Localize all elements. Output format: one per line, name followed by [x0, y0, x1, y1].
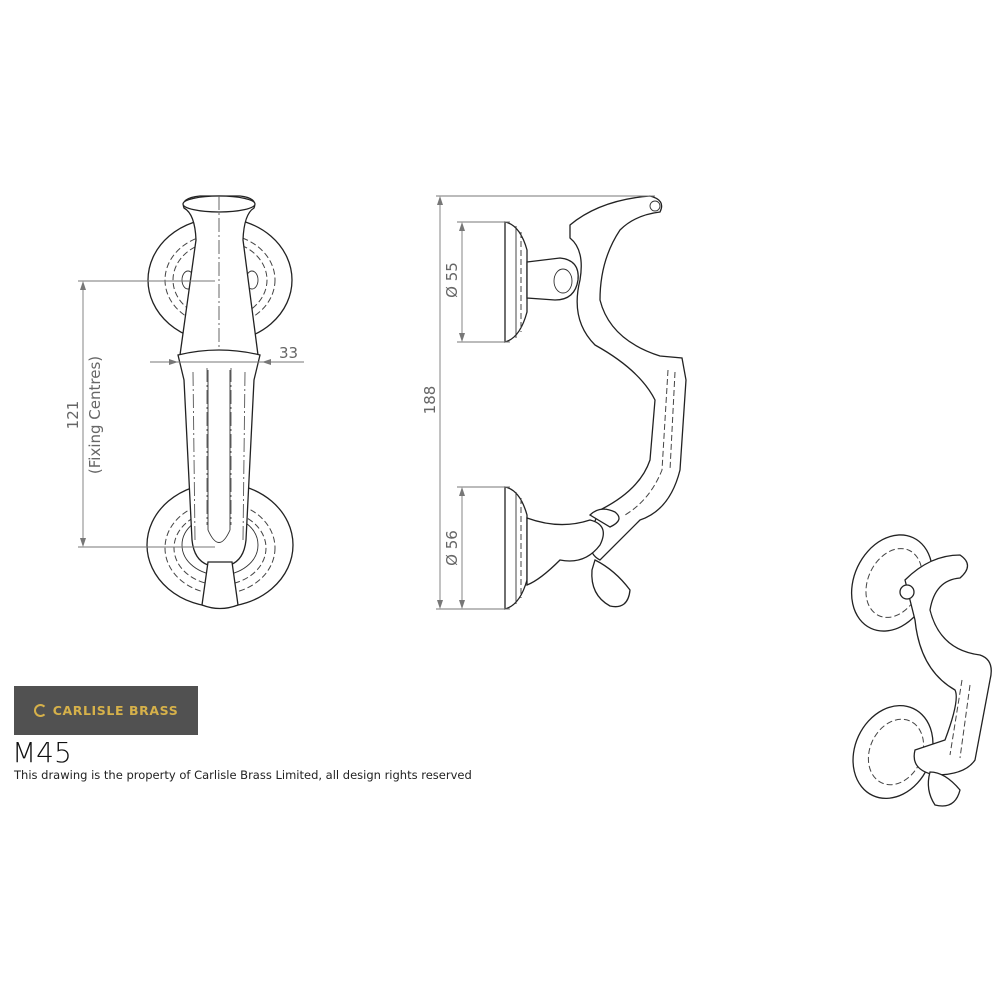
knocker-arm [569, 195, 687, 561]
carlisle-brass-logo: CARLISLE BRASS [14, 686, 198, 735]
width-value: 33 [279, 344, 298, 362]
front-view: 121 (Fixing Centres) 33 [64, 195, 304, 610]
top-mount [526, 257, 579, 301]
striker [591, 559, 631, 608]
side-view: 188 Ø 55 Ø 56 [421, 195, 687, 610]
model-number: M45 [12, 736, 72, 769]
dimension-fixing-centres: 121 (Fixing Centres) [64, 280, 215, 548]
isometric-view [850, 534, 992, 807]
top-rose-diameter: Ø 55 [443, 262, 461, 298]
knocker-striker [201, 561, 239, 610]
copyright-notice: This drawing is the property of Carlisle… [14, 768, 472, 782]
fixing-centres-value: 121 [64, 401, 82, 430]
bottom-rose-diameter: Ø 56 [443, 530, 461, 566]
height-value: 188 [421, 386, 439, 415]
fixing-centres-label: (Fixing Centres) [86, 356, 104, 474]
bottom-mount [526, 517, 604, 586]
dimension-height: 188 [421, 195, 655, 610]
knocker-hammer [177, 349, 261, 566]
carlisle-brass-logo-icon [33, 704, 47, 717]
dimension-bottom-rose: Ø 56 [443, 486, 510, 609]
dimension-top-rose: Ø 55 [443, 221, 510, 343]
dimension-width: 33 [150, 344, 304, 365]
logo-text: CARLISLE BRASS [52, 703, 179, 718]
